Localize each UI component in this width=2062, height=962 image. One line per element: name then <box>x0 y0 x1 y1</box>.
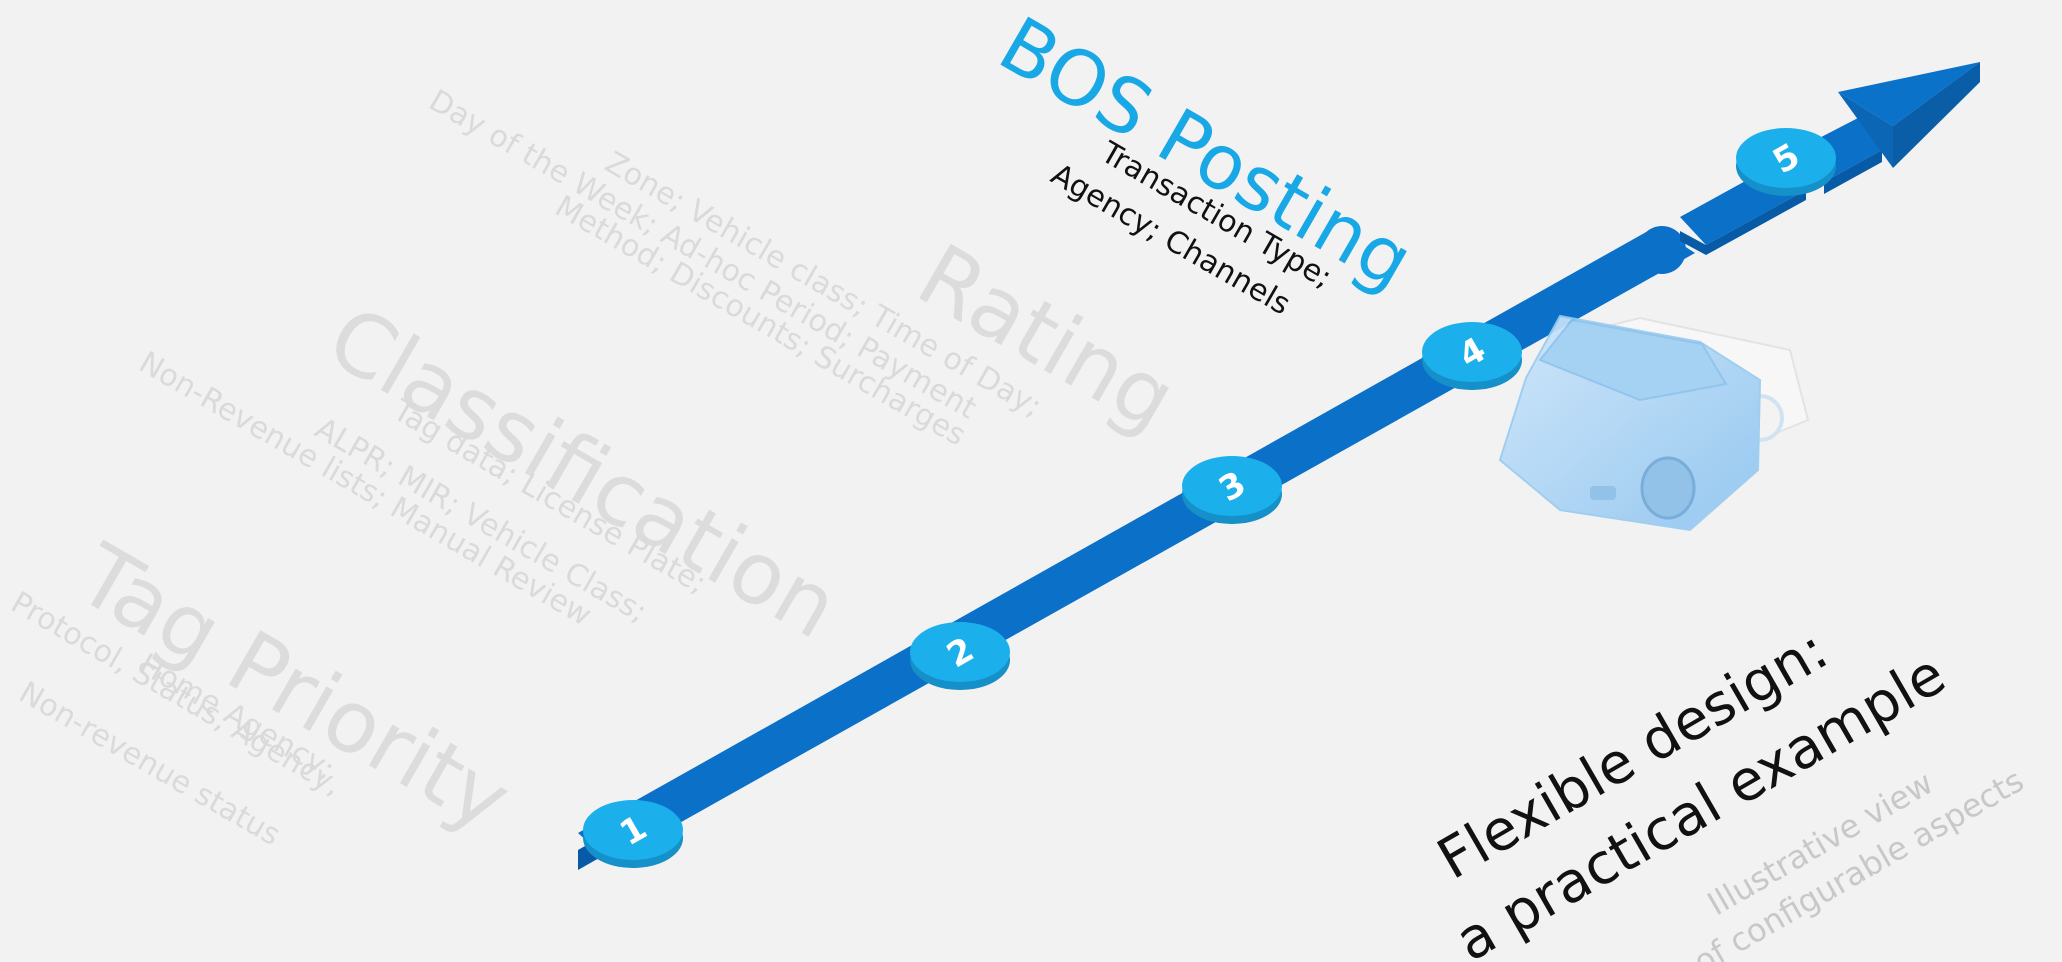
vehicle-icon <box>1498 314 1810 532</box>
track-top <box>578 227 1695 862</box>
step-marker-5: 5 <box>1736 128 1836 196</box>
step-marker-1: 1 <box>583 800 683 868</box>
step-markers: 1 2 3 4 5 <box>583 128 1836 868</box>
arrow-head-icon <box>1838 62 1980 168</box>
step-marker-4: 4 <box>1422 322 1522 390</box>
step-marker-3: 3 <box>1182 456 1282 524</box>
step-marker-2: 2 <box>910 622 1010 690</box>
